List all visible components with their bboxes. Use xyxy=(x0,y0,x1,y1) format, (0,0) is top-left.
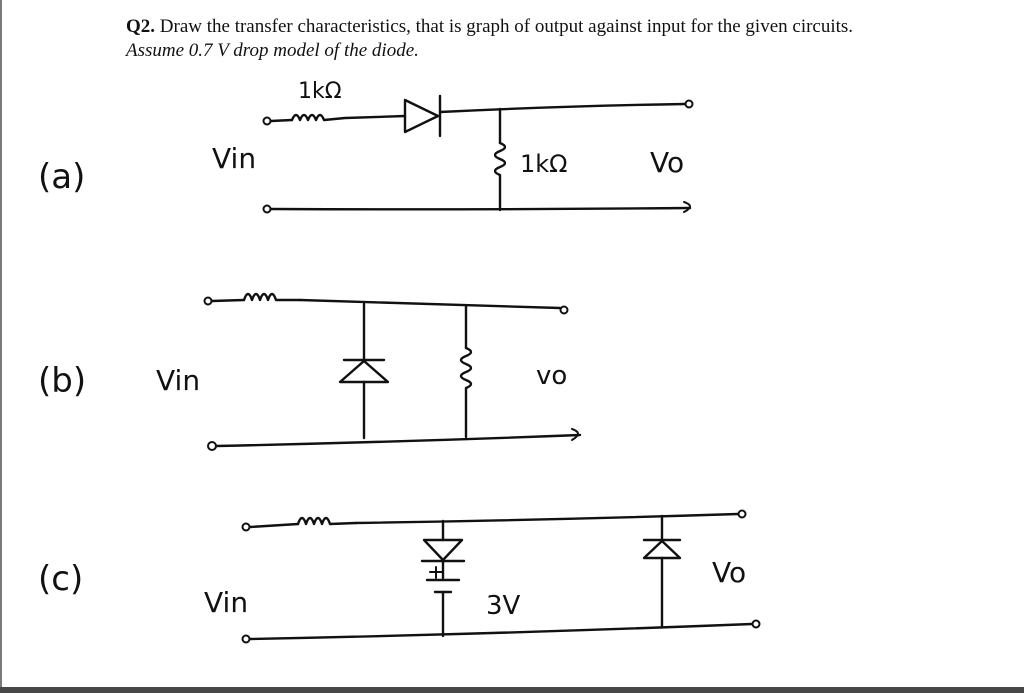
circuit-a-output-label: Vo xyxy=(650,146,684,179)
circuit-b-diode xyxy=(338,359,390,384)
circuit-c-output-terminal-top xyxy=(737,509,747,519)
question-statement: Q2. Draw the transfer characteristics, t… xyxy=(126,16,853,38)
circuit-c: (c) Vin 3V Vo xyxy=(38,509,761,644)
circuit-b-output-terminal-bottom xyxy=(571,428,579,441)
circuit-b-wire-in xyxy=(210,298,246,303)
circuit-a: (a) Vin 1kΩ 1kΩ Vo xyxy=(38,79,694,214)
circuit-a-top-rail xyxy=(438,102,687,114)
circuit-a-label: (a) xyxy=(38,157,85,197)
circuit-a-shunt-resistor-label: 1kΩ xyxy=(520,150,568,178)
circuit-b-output-terminal-top xyxy=(559,305,569,315)
circuit-c-battery-plus-mark xyxy=(429,566,443,579)
circuit-c-input-terminal-bottom xyxy=(241,634,251,644)
circuit-b-output-label: vo xyxy=(536,361,567,391)
circuit-c-input-terminal-top xyxy=(241,522,251,532)
left-border xyxy=(0,0,2,693)
circuit-a-input-terminal-bottom xyxy=(262,204,272,214)
circuit-c-mid-diode xyxy=(422,538,464,562)
circuit-c-output-terminal-bottom xyxy=(751,619,761,629)
circuit-a-shunt-resistor xyxy=(493,141,507,212)
circuit-c-label: (c) xyxy=(38,559,83,599)
circuit-b-series-resistor xyxy=(242,292,302,302)
question-assumption: Assume 0.7 V drop model of the diode. xyxy=(126,40,419,61)
circuit-b-label: (b) xyxy=(38,361,86,401)
circuit-b: (b) Vin vo xyxy=(38,292,582,451)
circuit-c-right-diode xyxy=(642,539,682,560)
circuit-b-bottom-rail xyxy=(214,433,582,448)
circuit-a-wiring xyxy=(262,94,694,214)
circuit-b-top-rail xyxy=(298,298,562,310)
circuit-c-output-label: Vo xyxy=(712,556,746,589)
circuit-b-input-label: Vin xyxy=(156,364,200,397)
question-text: Draw the transfer characteristics, that … xyxy=(159,16,854,37)
circuit-c-series-resistor xyxy=(296,516,358,526)
circuit-b-wiring xyxy=(203,292,582,451)
circuit-c-bottom-rail xyxy=(248,622,754,641)
circuit-a-bottom-rail xyxy=(269,206,692,211)
circuit-a-output-terminal-top xyxy=(684,99,694,109)
circuit-c-battery-label: 3V xyxy=(486,591,521,621)
bottom-bar xyxy=(0,687,1024,693)
circuit-c-top-rail xyxy=(354,512,740,525)
circuit-a-series-resistor xyxy=(290,113,407,122)
circuit-a-diode xyxy=(403,98,440,134)
circuit-a-input-label: Vin xyxy=(212,142,256,175)
circuit-b-input-terminal-top xyxy=(203,296,213,306)
circuit-a-output-terminal-bottom xyxy=(683,201,691,213)
circuit-b-shunt-resistor xyxy=(459,346,473,439)
question-number: Q2. xyxy=(126,16,156,37)
circuit-a-series-resistor-label: 1kΩ xyxy=(298,79,342,104)
circuit-c-input-label: Vin xyxy=(204,586,248,619)
circuit-c-wire-in xyxy=(248,522,300,529)
circuit-a-wire-in xyxy=(269,118,294,123)
circuit-a-input-terminal-top xyxy=(262,116,272,126)
circuit-c-wiring xyxy=(241,509,761,644)
